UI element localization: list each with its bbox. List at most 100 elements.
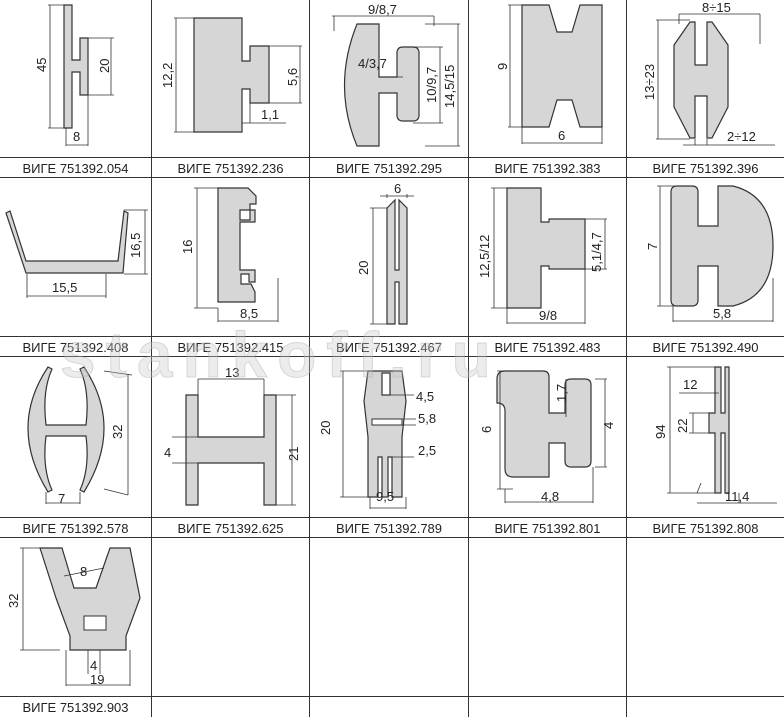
profile-cell: 16,5 15,5 ВИГЕ 751392.408 — [0, 178, 152, 357]
dim-label: 12,2 — [160, 63, 175, 88]
profile-code: ВИГЕ 751392.408 — [0, 336, 151, 357]
profile-code: ВИГЕ 751392.054 — [0, 157, 151, 178]
profile-drawing: 8÷15 13÷23 2÷12 — [642, 0, 775, 146]
profile-cell: 9 6 ВИГЕ 751392.383 — [469, 0, 627, 178]
profile-drawing: 9 6 — [495, 4, 603, 144]
dim-label: 14,5/15 — [442, 65, 457, 108]
dim-label: 12,5/12 — [477, 235, 492, 278]
empty-label — [627, 696, 784, 717]
profile-code: ВИГЕ 751392.808 — [627, 517, 784, 538]
dim-label: 16 — [180, 240, 195, 254]
dim-label: 20 — [97, 59, 112, 73]
profile-drawing: 9/8,7 4/3,7 10/9,7 14,5/15 — [332, 2, 460, 147]
dim-label: 4,5 — [416, 389, 434, 404]
dim-label: 7 — [58, 491, 65, 506]
dim-label: 1,1 — [261, 107, 279, 122]
profile-cell: 16 8,5 ВИГЕ 751392.415 — [152, 178, 310, 357]
profile-cell: 6 20 ВИГЕ 751392.467 — [310, 178, 469, 357]
empty-cell — [469, 538, 627, 717]
profile-cell: 20 4,5 5,8 2,5 9,5 ВИГЕ 751392.789 — [310, 357, 469, 538]
dim-label: 6 — [558, 128, 565, 143]
dim-label: 8,5 — [240, 306, 258, 321]
empty-cell — [310, 538, 469, 717]
profile-drawing: 6 20 — [356, 181, 414, 325]
empty-cell — [152, 538, 310, 717]
dim-label: 9,5 — [376, 489, 394, 504]
dim-label: 16,5 — [128, 233, 143, 258]
dim-label: 94 — [653, 425, 668, 439]
dim-label: 5,8 — [418, 411, 436, 426]
profile-drawing: 32 8 4 19 — [6, 547, 141, 687]
empty-label — [469, 696, 626, 717]
dim-label: 11,4 — [725, 489, 749, 504]
profile-cell: 6 1,7 4 4,8 ВИГЕ 751392.801 — [469, 357, 627, 538]
dim-label: 32 — [6, 594, 21, 608]
dim-label: 15,5 — [52, 280, 77, 295]
dim-label: 45 — [34, 58, 49, 72]
profile-cell: 12,5/12 5,1/4,7 9/8 ВИГЕ 751392.483 — [469, 178, 627, 357]
dim-label: 8÷15 — [702, 0, 731, 15]
dim-label: 13 — [225, 365, 239, 380]
profile-code: ВИГЕ 751392.625 — [152, 517, 309, 538]
profile-code: ВИГЕ 751392.383 — [469, 157, 626, 178]
empty-label — [152, 696, 309, 717]
dim-label: 19 — [90, 672, 104, 687]
profile-code: ВИГЕ 751392.236 — [152, 157, 309, 178]
dim-label: 20 — [356, 261, 371, 275]
profile-cell: 12,2 5,6 1,1 ВИГЕ 751392.236 — [152, 0, 310, 178]
dim-label: 2÷12 — [727, 129, 756, 144]
profile-cell: 7 5,8 ВИГЕ 751392.490 — [627, 178, 784, 357]
dim-label: 9/8,7 — [368, 2, 397, 17]
dim-label: 2,5 — [418, 443, 436, 458]
dim-label: 9/8 — [539, 308, 557, 323]
dim-label: 32 — [110, 425, 125, 439]
profile-code: ВИГЕ 751392.483 — [469, 336, 626, 357]
dim-label: 9 — [495, 63, 510, 70]
profile-drawing: 20 4,5 5,8 2,5 9,5 — [318, 370, 436, 509]
dim-label: 6 — [394, 181, 401, 196]
profile-cell: 45 20 8 ВИГЕ 751392.054 — [0, 0, 152, 178]
dim-label: 10/9,7 — [424, 67, 439, 103]
profile-drawing: 12 94 22 11,4 — [653, 366, 777, 504]
profile-drawing: 16,5 15,5 — [5, 209, 148, 298]
profile-drawing: 13 4 21 — [164, 365, 301, 506]
profile-code: ВИГЕ 751392.295 — [310, 157, 468, 178]
profile-code: ВИГЕ 751392.396 — [627, 157, 784, 178]
dim-label: 1,7 — [554, 384, 569, 402]
profile-code: ВИГЕ 751392.415 — [152, 336, 309, 357]
dim-label: 4/3,7 — [358, 56, 387, 71]
profile-cell: 32 7 ВИГЕ 751392.578 — [0, 357, 152, 538]
profile-drawing: 12,5/12 5,1/4,7 9/8 — [477, 187, 607, 324]
profile-drawing: 7 5,8 — [645, 185, 774, 322]
profile-code: ВИГЕ 751392.490 — [627, 336, 784, 357]
empty-cell — [627, 538, 784, 717]
dim-label: 8 — [80, 564, 87, 579]
empty-label — [310, 696, 468, 717]
profile-cell: 32 8 4 19 ВИГЕ 751392.903 — [0, 538, 152, 717]
dim-label: 4,8 — [541, 489, 559, 504]
dim-label: 8 — [73, 129, 80, 144]
dim-label: 12 — [683, 377, 697, 392]
profile-code: ВИГЕ 751392.801 — [469, 517, 626, 538]
dim-label: 7 — [645, 243, 660, 250]
profile-cell: 12 94 22 11,4 ВИГЕ 751392.808 — [627, 357, 784, 538]
dim-label: 4 — [164, 445, 171, 460]
dim-label: 5,1/4,7 — [589, 232, 604, 272]
profile-drawing: 12,2 5,6 1,1 — [160, 17, 302, 133]
profile-code: ВИГЕ 751392.903 — [0, 696, 151, 717]
profile-cell: 9/8,7 4/3,7 10/9,7 14,5/15 ВИГЕ 751392.2… — [310, 0, 469, 178]
profile-code: ВИГЕ 751392.578 — [0, 517, 151, 538]
dim-label: 4 — [90, 658, 97, 673]
dim-label: 13÷23 — [642, 64, 657, 100]
dim-label: 21 — [286, 447, 301, 461]
dim-label: 22 — [675, 419, 690, 433]
profile-drawing: 45 20 8 — [34, 4, 114, 146]
dim-label: 6 — [479, 426, 494, 433]
profile-cell: 13 4 21 ВИГЕ 751392.625 — [152, 357, 310, 538]
profile-drawing: 32 7 — [27, 366, 133, 506]
dim-label: 20 — [318, 421, 333, 435]
dim-label: 5,6 — [285, 68, 300, 86]
profile-code: ВИГЕ 751392.467 — [310, 336, 468, 357]
profile-code: ВИГЕ 751392.789 — [310, 517, 468, 538]
